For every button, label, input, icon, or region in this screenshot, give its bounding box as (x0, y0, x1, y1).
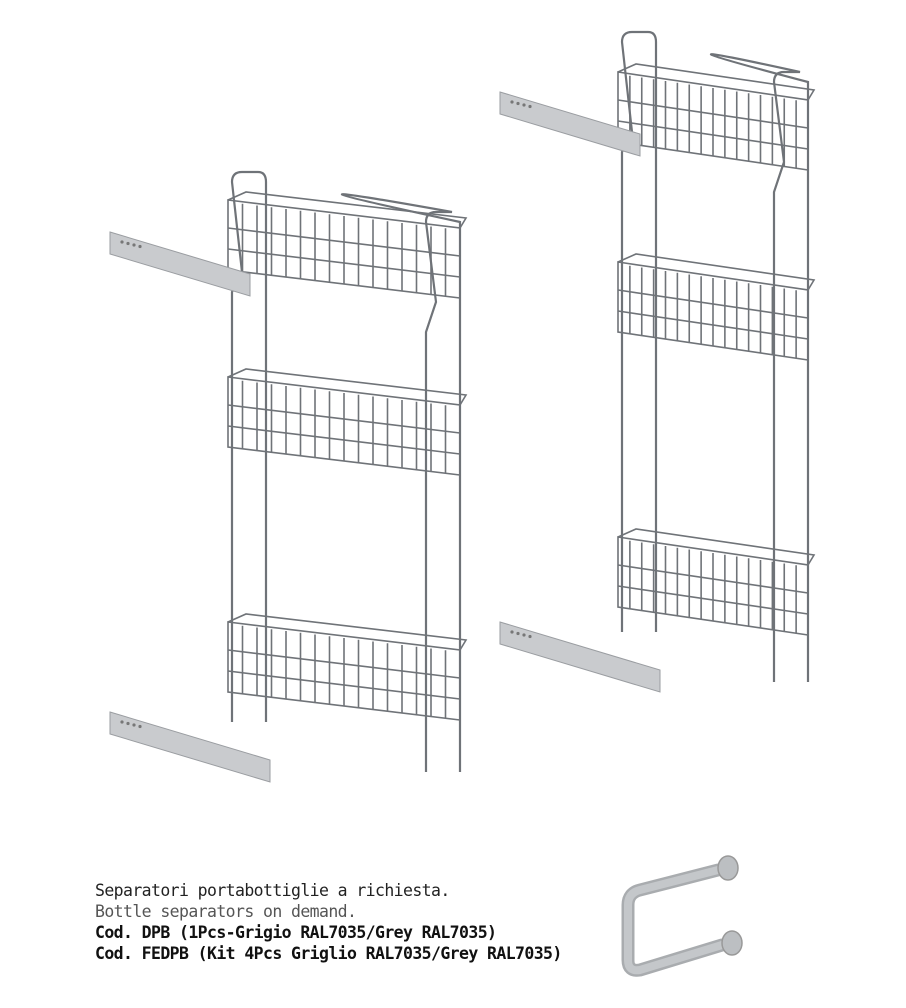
frame-upright (620, 30, 658, 632)
basket-front (617, 71, 809, 171)
wire-basket (227, 613, 468, 721)
wire-basket (227, 368, 468, 476)
basket-rim (617, 528, 816, 566)
rail-body (109, 711, 271, 783)
basket-wire (617, 310, 809, 340)
basket-wire (227, 425, 461, 455)
basket-rim (227, 368, 468, 406)
product-code-fedpb: Cod. FEDPB (Kit 4Pcs Griglio RAL7035/Gre… (95, 944, 562, 963)
rail-hole (510, 100, 514, 104)
basket-wire (227, 649, 461, 679)
rail-hole (120, 720, 124, 724)
basket-wire (227, 227, 461, 257)
basket-front (227, 376, 461, 476)
basket-wire (617, 585, 809, 615)
drawer-slide-rail (499, 91, 641, 157)
wire-basket (227, 191, 468, 299)
basket-wire (227, 248, 461, 278)
product-code-dpb: Cod. DPB (1Pcs-Grigio RAL7035/Grey RAL70… (95, 923, 497, 942)
pullout-basket-unit-three-tier-tall (499, 30, 816, 693)
basket-front (227, 621, 461, 721)
basket-wire (227, 404, 461, 434)
rail-hole (138, 244, 142, 249)
frame-upright (340, 193, 462, 772)
rail-hole (126, 721, 130, 726)
rail-hole (516, 631, 520, 636)
basket-wire (617, 120, 809, 150)
wire-basket (617, 528, 816, 636)
rail-hole (132, 243, 136, 247)
drawer-slide-rail (109, 711, 271, 783)
basket-wire (227, 670, 461, 700)
rail-body (109, 231, 251, 297)
basket-wire (617, 289, 809, 319)
basket-rim (227, 191, 468, 229)
rail-body (499, 91, 641, 157)
basket-rim (227, 613, 468, 651)
drawer-slide-rail (109, 231, 251, 297)
wire-frame (620, 30, 810, 682)
drawer-slide-rail (499, 621, 661, 693)
basket-front (617, 261, 809, 361)
rail-hole (522, 103, 526, 107)
frame-upright (709, 53, 810, 682)
caption-english: Bottle separators on demand. (95, 902, 357, 921)
frame-upright (230, 170, 268, 722)
rail-hole (528, 634, 532, 639)
wire-basket (617, 253, 816, 361)
rail-hole (138, 724, 142, 729)
rail-hole (516, 101, 520, 106)
basket-rim (617, 253, 816, 291)
basket-front (227, 199, 461, 299)
basket-rim (617, 63, 816, 101)
product-caption: Separatori portabottiglie a richiesta. B… (95, 880, 562, 964)
rail-hole (522, 633, 526, 637)
basket-front (617, 536, 809, 636)
pullout-basket-unit-three-tier (109, 170, 468, 783)
rail-hole (510, 630, 514, 634)
wire-frame (230, 170, 462, 772)
rail-hole (528, 104, 532, 109)
bottle-separator-image (621, 855, 743, 977)
rail-hole (132, 723, 136, 727)
basket-wire (617, 99, 809, 129)
rail-body (499, 621, 661, 693)
wire-basket (617, 63, 816, 171)
rail-hole (120, 240, 124, 244)
basket-wire (617, 564, 809, 594)
rail-hole (126, 241, 130, 246)
caption-italian: Separatori portabottiglie a richiesta. (95, 881, 450, 900)
